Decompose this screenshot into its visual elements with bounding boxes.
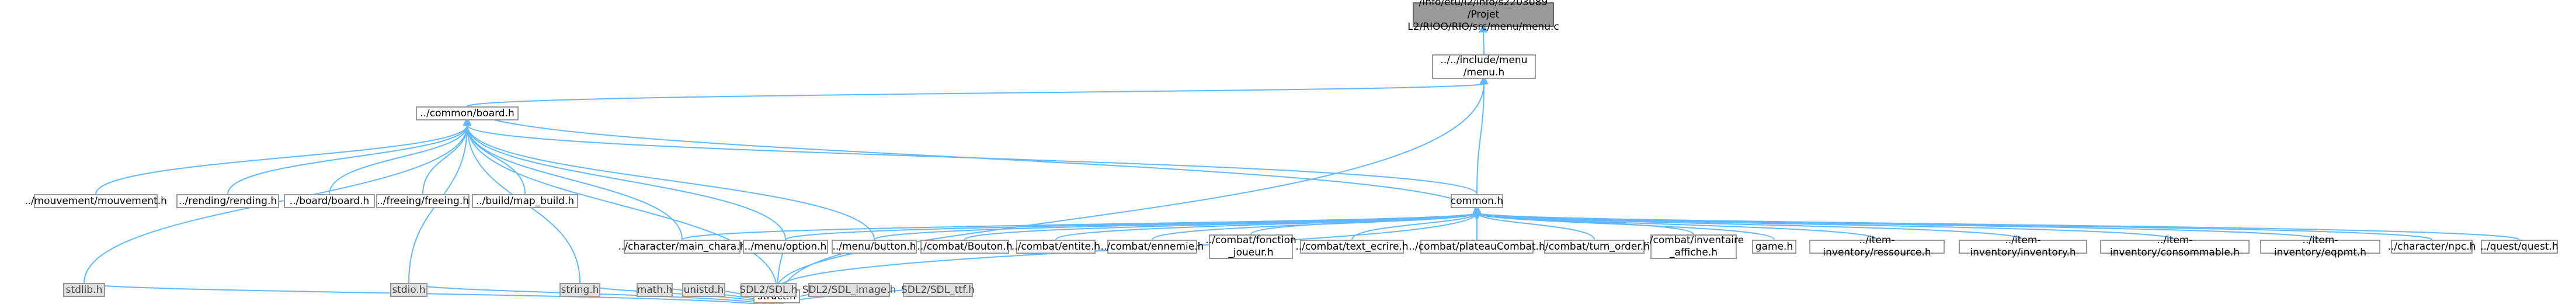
node-ressource-h[interactable]: ../item-inventory/ressource.h xyxy=(1809,234,1945,258)
node-game-h[interactable]: game.h xyxy=(1752,240,1796,254)
edge-board-h-main-chara-h xyxy=(467,125,683,240)
edge-common-h-quest-h xyxy=(1477,213,2520,240)
node-consommable-h[interactable]: ../item-inventory/consommable.h xyxy=(2100,234,2250,258)
node-string-h[interactable]: string.h xyxy=(559,283,600,297)
edge-board-h-button-h xyxy=(467,125,875,240)
node-common-h[interactable]: common.h xyxy=(1451,194,1503,208)
node-sdl-image-h[interactable]: SDL2/SDL_image.h xyxy=(802,283,896,297)
node-stdio-h[interactable]: stdio.h xyxy=(390,283,427,297)
edges xyxy=(84,32,2520,304)
edge-common-h-board-h xyxy=(467,106,1477,213)
node-unistd-h[interactable]: unistd.h xyxy=(682,283,725,297)
node-sdl-ttf-h[interactable]: SDL2/SDL_ttf.h xyxy=(901,283,975,297)
node-rending-h[interactable]: ../rending/rending.h xyxy=(176,194,279,208)
node-menu-c[interactable]: /info/etu/l2/info/s2203089 /Projet L2/RI… xyxy=(1407,0,1559,33)
node-bouton-h[interactable]: ../combat/Bouton.h xyxy=(917,240,1013,254)
edge-board-h-struct-h xyxy=(467,125,777,290)
node-entite-h[interactable]: ../combat/entite.h xyxy=(1011,240,1100,254)
edge-board-h-option-h xyxy=(467,125,786,240)
node-main-chara-h[interactable]: ../character/main_chara.h xyxy=(618,240,746,254)
node-inventaire-affiche-h[interactable]: ../combat/inventaire _affiche.h xyxy=(1643,234,1744,259)
edge-menu-h-board-h xyxy=(467,84,1484,107)
node-mouvement-h[interactable]: ../mouvement/mouvement.h xyxy=(25,194,167,208)
node-fonction-joueur-h[interactable]: ../combat/fonction _joueur.h xyxy=(1205,234,1296,259)
node-turn-order-h[interactable]: ../combat/turn_order.h xyxy=(1539,240,1650,254)
edge-menu-c-menu-h xyxy=(1483,32,1484,55)
edge-common-h-fonction-joueur-h xyxy=(1250,213,1477,235)
node-button-h[interactable]: ../menu/button.h xyxy=(832,240,917,254)
edge-menu-h-common-h xyxy=(1476,84,1484,195)
node-npc-h[interactable]: ../character/npc.h xyxy=(2388,240,2476,254)
edge-common-h-game-h xyxy=(1477,213,1775,240)
node-math-h[interactable]: math.h xyxy=(637,283,673,297)
node-plateau-combat-h[interactable]: ../combat/plateauCombat.h xyxy=(1409,240,1545,254)
edge-menu-h-struct-h xyxy=(776,84,1484,290)
node-freeing-h[interactable]: ../freeing/freeing.h xyxy=(376,194,470,208)
node-board-board-h[interactable]: ../board/board.h xyxy=(284,194,375,208)
node-stdlib-h[interactable]: stdlib.h xyxy=(63,283,105,297)
node-inventory-h[interactable]: ../item-inventory/inventory.h xyxy=(1959,234,2087,258)
node-text-ecrire-h[interactable]: ../combat/text_ecrire.h xyxy=(1295,240,1409,254)
edge-common-h-turn-order-h xyxy=(1477,213,1595,240)
node-sdl-h[interactable]: SDL2/SDL.h xyxy=(739,283,798,297)
node-menu-h[interactable]: ../../include/menu /menu.h xyxy=(1432,54,1536,79)
edge-board-h-mouvement-h xyxy=(95,125,467,195)
edge-board-h-freeing-h xyxy=(422,125,467,195)
edge-board-h-map-build-h xyxy=(467,125,526,195)
node-ennemie-h[interactable]: ../combat/ennemie.h xyxy=(1101,240,1204,254)
edge-board-h-board-board-h xyxy=(329,125,467,195)
node-board-h[interactable]: ../common/board.h xyxy=(416,106,519,120)
edge-common-h-text-ecrire-h xyxy=(1351,213,1477,240)
edge-board-h-common-h xyxy=(467,125,1478,195)
node-quest-h[interactable]: ../quest/quest.h xyxy=(2480,240,2558,254)
node-eqpmt-h[interactable]: ../item-inventory/eqpmt.h xyxy=(2260,234,2380,258)
node-option-h[interactable]: ../menu/option.h xyxy=(743,240,828,254)
edge-struct-h-stdlib-h xyxy=(84,282,763,304)
node-map-build-h[interactable]: ../build/map_build.h xyxy=(472,194,578,208)
edge-board-h-rending-h xyxy=(227,125,467,195)
